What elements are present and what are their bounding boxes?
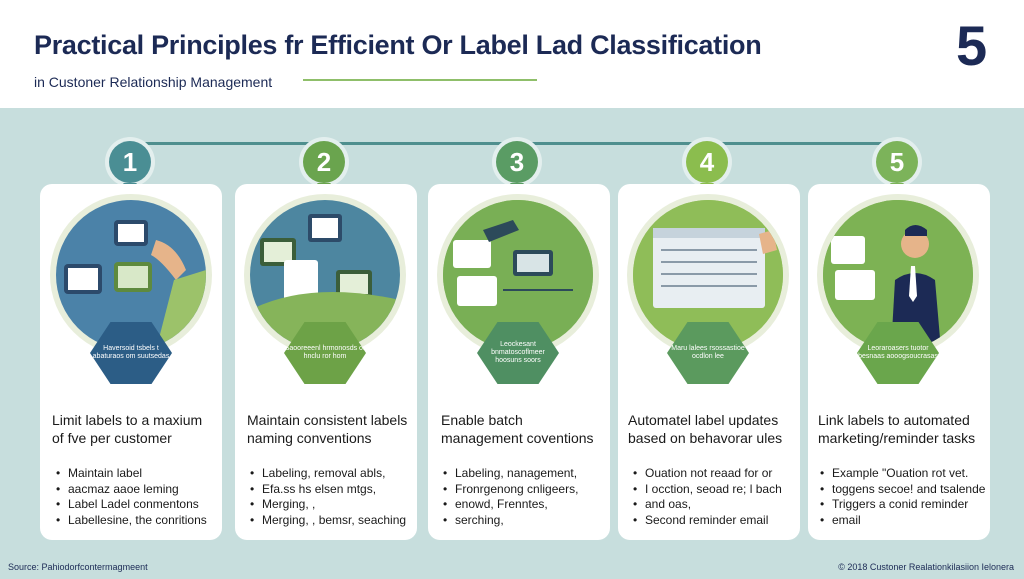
step-5-title: Link labels to automated marketing/remin…: [818, 412, 976, 446]
copyright-note: © 2018 Custoner Realationkilasiion Ielon…: [838, 562, 1014, 572]
step-1-bullets: Maintain label aacmaz aaoe leming Label …: [56, 466, 207, 528]
step-2-badge: 2: [303, 141, 345, 183]
step-1-badge: 1: [109, 141, 151, 183]
step-5-bullets: Example "Ouation rot vet. toggens secoe!…: [820, 466, 985, 528]
step-3-bullets: Labeling, nanagement, Fronrgenong cnlige…: [443, 466, 578, 528]
list-item: Merging, ,: [250, 497, 406, 513]
subtitle-underline: [303, 79, 537, 81]
list-item: Efa.ss hs elsen mtgs,: [250, 482, 406, 498]
source-note: Source: Pahiodorfcontermagmeent: [8, 562, 148, 572]
list-item: Merging, , bemsr, seaching: [250, 513, 406, 529]
list-item: serching,: [443, 513, 578, 529]
list-item: Maintain label: [56, 466, 207, 482]
page-subtitle: in Custoner Relationship Management: [34, 74, 273, 90]
list-item: Label Ladel conmentons: [56, 497, 207, 513]
list-item: Labeling, removal abls,: [250, 466, 406, 482]
page-title: Practical Principles fr Efficient Or Lab…: [34, 30, 762, 60]
list-item: Labeling, nanagement,: [443, 466, 578, 482]
step-3-badge: 3: [496, 141, 538, 183]
step-4-hex-label: Maru lalees rsossastioe ocdlon lee: [667, 322, 749, 384]
step-4-bullets: Ouation not reaad for or I ocction, seoa…: [633, 466, 782, 528]
step-1-title: Limit labels to a maxium of fve per cust…: [52, 412, 203, 446]
step-5-badge: 5: [876, 141, 918, 183]
footer-band: [0, 560, 1024, 579]
step-5-hex-label: Leoraroasers tuotor besnaas aooogsoucras…: [857, 322, 939, 384]
list-item: email: [820, 513, 985, 529]
list-item: toggens secoe! and tsalende: [820, 482, 985, 498]
list-item: Labellesine, the conritions: [56, 513, 207, 529]
list-item: Second reminder email: [633, 513, 782, 529]
step-1-hex-label: Haversoid tsbels t abaturaos om suutseda…: [90, 322, 172, 384]
step-2-bullets: Labeling, removal abls, Efa.ss hs elsen …: [250, 466, 406, 528]
step-4-badge: 4: [686, 141, 728, 183]
list-item: enowd, Frenntes,: [443, 497, 578, 513]
list-item: I ocction, seoad re; l bach: [633, 482, 782, 498]
step-4-title: Automatel label updates based on behavor…: [628, 412, 783, 446]
step-3-title: Enable batch management coventions: [441, 412, 594, 446]
step-3-illustration: [443, 200, 593, 350]
list-item: and oas,: [633, 497, 782, 513]
list-item: aacmaz aaoe leming: [56, 482, 207, 498]
step-2-illustration: [250, 200, 400, 350]
step-5-illustration: [823, 200, 973, 350]
principle-count: 5: [956, 14, 988, 77]
list-item: Ouation not reaad for or: [633, 466, 782, 482]
header: Practical Principles fr Efficient Or Lab…: [0, 0, 1024, 108]
list-item: Fronrgenong cnligeers,: [443, 482, 578, 498]
step-4-illustration: [633, 200, 783, 350]
step-2-title: Maintain consistent labels naming conven…: [247, 412, 408, 446]
list-item: Triggers a conid reminder: [820, 497, 985, 513]
list-item: Example "Ouation rot vet.: [820, 466, 985, 482]
